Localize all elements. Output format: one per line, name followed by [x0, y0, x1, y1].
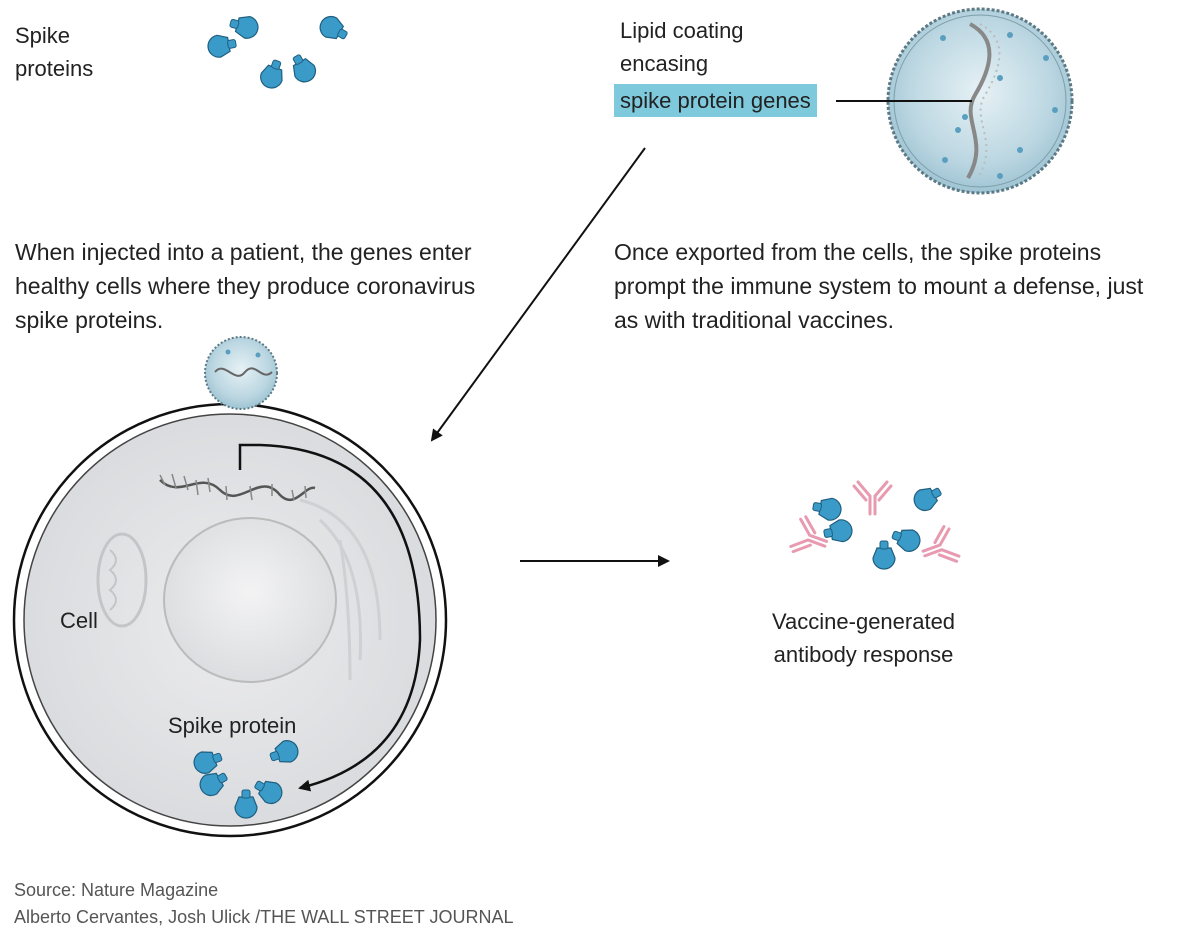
left-paragraph-line: When injected into a patient, the genes …	[15, 239, 472, 265]
spike-genes-highlight-text: spike protein genes	[614, 84, 817, 117]
spike-proteins-label-line: proteins	[15, 56, 94, 81]
left-paragraph-line: spike proteins.	[15, 307, 164, 333]
antibody-response-label: Vaccine-generated antibody response	[772, 605, 955, 671]
antibody-icon	[916, 523, 962, 573]
spike-protein-icon	[205, 31, 239, 60]
spike-protein-icon	[909, 480, 946, 516]
antibody-icon	[852, 480, 893, 516]
spike-genes-highlight: spike protein genes	[614, 84, 817, 117]
cell-label: Cell	[60, 608, 98, 633]
mrna-strand-icon	[159, 479, 316, 502]
credit-line: Alberto Cervantes, Josh Ulick /THE WALL …	[14, 907, 514, 927]
lipid-nanoparticle-small-icon	[204, 336, 278, 410]
source-line: Source: Nature Magazine	[14, 880, 219, 900]
spike-protein-icon	[227, 11, 262, 42]
spike-protein-icon	[888, 523, 924, 556]
antibody-response-group	[787, 480, 962, 573]
lipid-label-line: Lipid coating	[620, 18, 744, 43]
cell-icon	[12, 402, 448, 838]
arrow-icon	[430, 147, 646, 442]
spike-proteins-label: Spike proteins	[15, 19, 93, 85]
spike-protein-label: Spike protein	[168, 713, 297, 738]
right-paragraph-line: Once exported from the cells, the spike …	[614, 239, 1102, 265]
right-paragraph-line: as with traditional vaccines.	[614, 307, 894, 333]
spike-protein-icon	[872, 540, 896, 570]
antibody-response-line: antibody response	[773, 642, 954, 667]
spike-protein-icon	[285, 50, 321, 87]
source-credit: Source: Nature Magazine Alberto Cervante…	[14, 877, 513, 931]
spike-protein-icon	[810, 494, 844, 523]
right-paragraph-line: prompt the immune system to mount a defe…	[614, 273, 1144, 299]
spike-protein-icon	[315, 11, 352, 47]
spike-proteins-label-line: Spike	[15, 23, 71, 48]
antibody-response-line: Vaccine-generated	[772, 609, 956, 634]
left-paragraph: When injected into a patient, the genes …	[15, 235, 475, 337]
spike-proteins-group-top	[205, 11, 352, 92]
lipid-label-line: encasing	[620, 51, 709, 76]
antibody-icon	[787, 513, 834, 563]
spike-protein-icon	[256, 56, 289, 92]
right-paragraph: Once exported from the cells, the spike …	[614, 235, 1143, 337]
lipid-nanoparticle-icon	[886, 7, 1074, 195]
left-paragraph-line: healthy cells where they produce coronav…	[15, 273, 476, 299]
lipid-coating-label: Lipid coating encasing	[620, 14, 744, 80]
